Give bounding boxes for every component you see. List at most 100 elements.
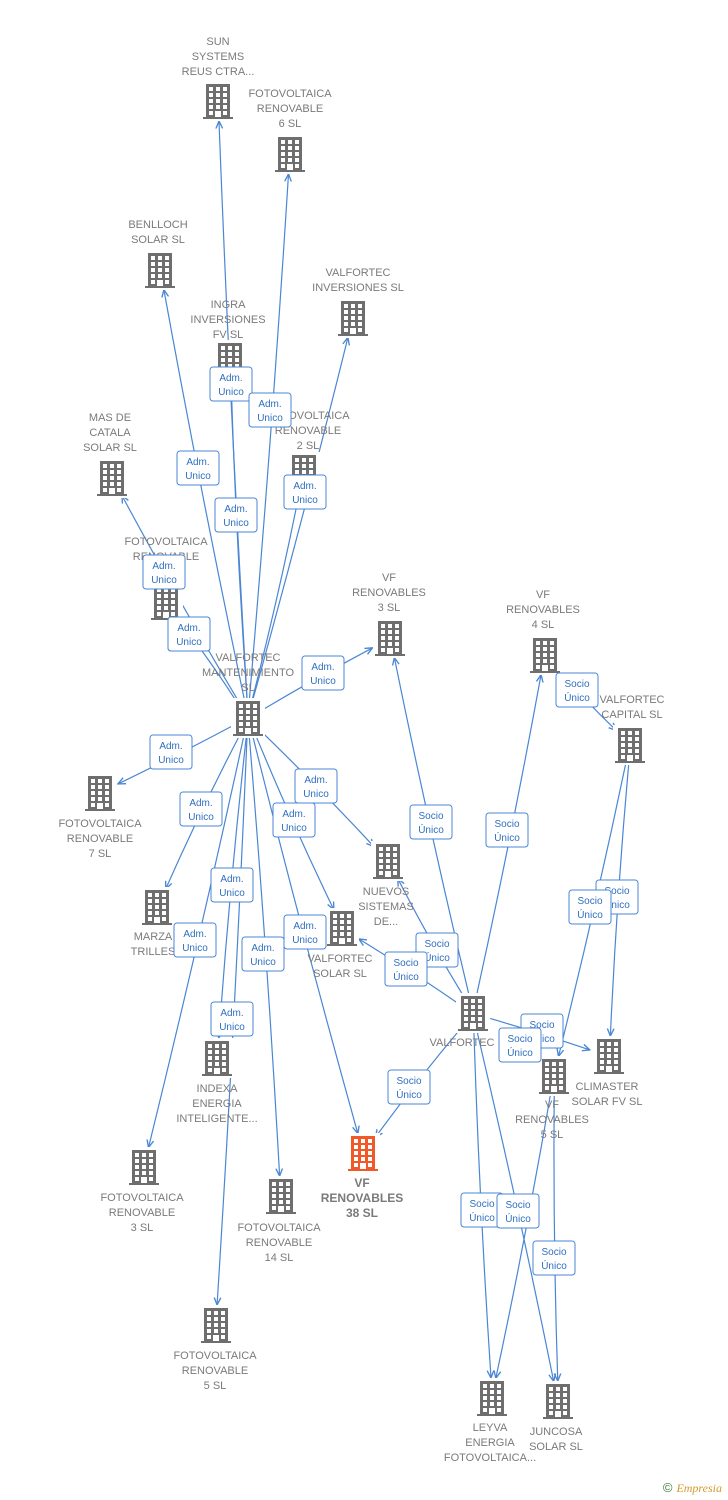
company-name-line: DE...: [374, 916, 398, 928]
company-name-line: RENOVABLES: [506, 604, 580, 616]
company-node-valfortec[interactable]: VALFORTEC: [430, 993, 495, 1049]
relation-label: Socio: [469, 1199, 494, 1210]
company-name-line: FV SL: [213, 329, 244, 341]
relation-label: Adm.: [293, 921, 316, 932]
building-icon: [348, 1136, 378, 1171]
company-node-indexa[interactable]: INDEXA ENERGIA INTELIGENTE...: [176, 1038, 258, 1125]
relation-label: Adm.: [304, 775, 327, 786]
relation-label: Adm.: [219, 373, 242, 384]
company-node-nuevos[interactable]: NUEVOSSISTEMASDE...: [358, 841, 414, 928]
company-name-line: ENERGIA: [465, 1437, 515, 1449]
building-icon: [151, 585, 181, 620]
relation-badge[interactable]: Adm.Unico: [210, 867, 254, 903]
relation-badge-box: [294, 768, 338, 804]
company-name-line: ENERGIA: [192, 1098, 242, 1110]
company-name-line: FOTOVOLTAICA: [248, 88, 332, 100]
relation-label: Unico: [250, 957, 276, 968]
relation-badge[interactable]: Adm.Unico: [241, 936, 285, 972]
company-name-line: 7 SL: [89, 848, 112, 860]
relation-badge[interactable]: Adm.Unico: [214, 497, 258, 533]
badges-layer: Adm.UnicoAdm.UnicoAdm.UnicoAdm.UnicoAdm.…: [142, 366, 639, 1276]
relation-badge[interactable]: Adm.Unico: [248, 392, 292, 428]
relation-badge[interactable]: Adm.Unico: [167, 616, 211, 652]
company-name-line: BENLLOCH: [128, 219, 187, 231]
relation-badge-box: [142, 554, 186, 590]
copyright-icon: ©: [662, 1480, 673, 1495]
building-icon: [375, 621, 405, 656]
relation-badge[interactable]: Adm.Unico: [149, 734, 193, 770]
building-icon: [203, 84, 233, 119]
relation-badge[interactable]: Adm.Unico: [301, 655, 345, 691]
building-icon: [458, 996, 488, 1031]
relation-badge-box: [384, 951, 428, 987]
company-name-line: LEYVA: [473, 1422, 508, 1434]
relation-badge[interactable]: Adm.Unico: [283, 914, 327, 950]
relation-label: Socio: [418, 811, 443, 822]
relation-label: Adm.: [293, 481, 316, 492]
company-name-line: CATALA: [89, 427, 131, 439]
company-name-line: 2 SL: [297, 440, 320, 452]
relation-badge[interactable]: Adm.Unico: [283, 474, 327, 510]
relation-badge[interactable]: Adm.Unico: [142, 554, 186, 590]
relation-badge-box: [210, 1001, 254, 1037]
relation-label: Adm.: [186, 457, 209, 468]
company-name-line: FOTOVOLTAICA...: [444, 1452, 536, 1464]
relation-label: Socio: [507, 1034, 532, 1045]
company-name-line: INDEXA: [197, 1083, 239, 1095]
relation-badge[interactable]: Adm.Unico: [173, 922, 217, 958]
building-icon: [145, 253, 175, 288]
relation-badge[interactable]: Adm.Unico: [176, 450, 220, 486]
brand-logo[interactable]: Empresia: [676, 1481, 722, 1495]
company-name-line: INTELIGENTE...: [176, 1113, 257, 1125]
company-name-line: SL: [241, 682, 254, 694]
relation-label: Unico: [176, 637, 202, 648]
company-name-line: RENOVABLES: [352, 587, 426, 599]
building-icon: [97, 461, 127, 496]
company-node-leyva[interactable]: LEYVA ENERGIA FOTOVOLTAICA...: [444, 1378, 536, 1464]
relation-badge[interactable]: Adm.Unico: [294, 768, 338, 804]
building-icon: [530, 638, 560, 673]
relation-badge[interactable]: Adm.Unico: [179, 791, 223, 827]
company-name-line: FOTOVOLTAICA: [237, 1222, 321, 1234]
relation-label: Adm.: [159, 741, 182, 752]
relation-label: Socio: [529, 1020, 554, 1031]
company-name-line: VALFORTEC: [308, 953, 373, 965]
relation-badge[interactable]: Adm.Unico: [272, 802, 316, 838]
company-name-line: 6 SL: [279, 118, 302, 130]
relation-label: Socio: [564, 679, 589, 690]
relation-badge[interactable]: Adm.Unico: [210, 1001, 254, 1037]
relation-label: Único: [396, 1088, 422, 1101]
relation-badge[interactable]: Adm.Unico: [209, 366, 253, 402]
company-name-line: FOTOVOLTAICA: [173, 1350, 257, 1362]
